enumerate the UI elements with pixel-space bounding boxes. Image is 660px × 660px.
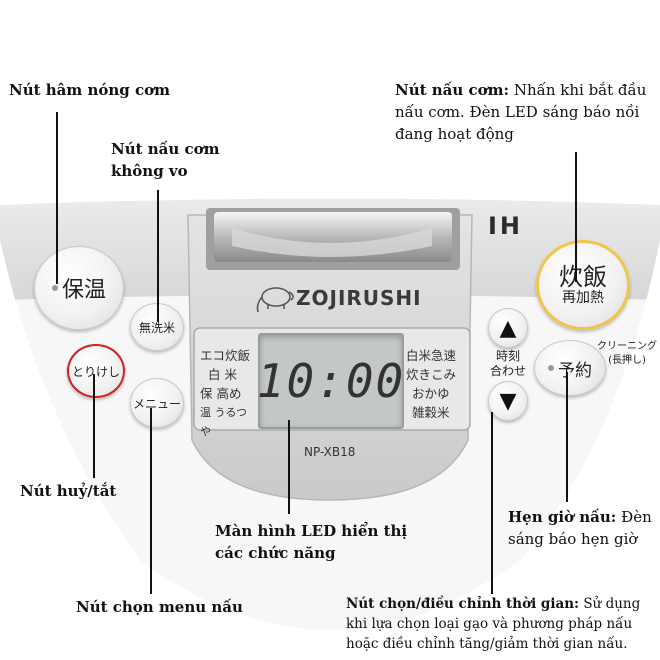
up-arrow-icon: ▲ <box>499 315 517 341</box>
timer-button[interactable]: 予約 <box>534 340 606 396</box>
left-menu-item: エコ炊飯 <box>200 348 251 363</box>
display-pointer <box>288 420 290 514</box>
time-adjust-caption-desc: khi lựa chọn loại gạo và phương pháp nấu <box>346 616 633 632</box>
timer-caption-desc: sáng báo hẹn giờ <box>508 530 638 548</box>
cook-caption-desc: Nhấn khi bắt đầu <box>509 81 647 99</box>
keep-warm-caption-title: Nút hâm nóng cơm <box>9 81 171 99</box>
time-up-button[interactable]: ▲ <box>488 308 528 348</box>
down-arrow-icon: ▼ <box>499 388 517 414</box>
left-menu-item: 保 高め <box>200 386 242 401</box>
right-menu-item: 雑穀米 <box>412 405 450 420</box>
right-menu-labels: 白米急速 炊きこみ おかゆ 雑穀米 <box>406 346 466 422</box>
cancel-pointer <box>93 374 95 478</box>
display-caption-line: các chức năng <box>215 544 336 562</box>
menu-button[interactable]: メニュー <box>130 378 184 428</box>
elephant-logo <box>256 287 294 313</box>
left-menu-item: 白 米 <box>208 367 237 382</box>
keep-warm-caption: Nút hâm nóng cơm <box>9 79 170 101</box>
right-menu-item: 炊きこみ <box>406 367 457 382</box>
time-set-label-line: 合わせ <box>489 364 526 378</box>
cook-caption: Nút nấu cơm: Nhấn khi bắt đầu nấu cơm. Đ… <box>395 79 657 145</box>
cancel-label: とりけし <box>71 364 120 379</box>
display-caption-line: Màn hình LED hiển thị <box>215 522 408 540</box>
no-wash-pointer <box>157 190 159 322</box>
cleaning-label-line: クリーニング <box>597 341 657 352</box>
time-set-label: 時刻 合わせ <box>486 349 530 379</box>
cook-caption-desc: nấu cơm. Đèn LED sáng báo nồi <box>395 103 640 121</box>
timer-caption-desc: Đèn <box>616 508 652 526</box>
display-time: 10:00 <box>256 354 406 408</box>
left-menu-item: 温 うるつや <box>200 406 248 438</box>
timer-pointer <box>566 372 568 502</box>
keep-warm-label: 保温 <box>61 278 106 303</box>
cancel-caption: Nút huỷ/tắt <box>20 480 116 502</box>
brand-logo: ZOJIRUSHI <box>296 286 422 310</box>
no-wash-caption-line: không vo <box>111 162 188 180</box>
menu-caption: Nút chọn menu nấu <box>76 596 243 618</box>
time-adjust-caption-desc: Sử dụng <box>579 596 641 612</box>
no-wash-caption-line: Nút nấu cơm <box>111 140 220 158</box>
menu-label: メニュー <box>132 396 181 411</box>
no-wash-caption: Nút nấu cơm không vo <box>111 138 220 182</box>
cook-pointer <box>575 152 577 282</box>
indicator-dot <box>51 285 58 291</box>
ih-mark: IH <box>488 212 524 240</box>
menu-caption-title: Nút chọn menu nấu <box>76 598 243 616</box>
cleaning-label-line: (長押し) <box>608 355 646 366</box>
time-set-label-line: 時刻 <box>495 349 520 363</box>
keep-warm-button[interactable]: 保温 <box>34 246 124 330</box>
cleaning-label: クリーニング (長押し) <box>594 340 660 368</box>
time-down-button[interactable]: ▼ <box>488 381 528 421</box>
timer-caption-title: Hẹn giờ nấu: <box>508 508 617 526</box>
cook-caption-title: Nút nấu cơm: <box>395 81 510 99</box>
indicator-dot <box>548 365 554 371</box>
cook-label: 炊飯 <box>559 263 607 291</box>
no-wash-label: 無洗米 <box>138 320 175 335</box>
display-caption: Màn hình LED hiển thị các chức năng <box>215 520 407 564</box>
model-label: NP-XB18 <box>304 445 356 459</box>
time-adjust-caption-title: Nút chọn/điều chỉnh thời gian: <box>346 596 580 612</box>
timer-label: 予約 <box>558 360 592 381</box>
cancel-caption-title: Nút huỷ/tắt <box>20 482 117 500</box>
cook-caption-desc: đang hoạt động <box>395 125 514 143</box>
right-menu-item: 白米急速 <box>406 348 457 363</box>
right-menu-item: おかゆ <box>412 386 450 401</box>
menu-pointer <box>150 408 152 594</box>
time-adjust-pointer <box>491 412 493 594</box>
reheat-label: 再加熱 <box>562 290 604 306</box>
cancel-button[interactable]: とりけし <box>67 344 125 398</box>
keep-warm-pointer <box>56 112 58 284</box>
time-adjust-caption-desc: hoặc điều chỉnh tăng/giảm thời gian nấu. <box>346 636 628 652</box>
lcd-display: 10:00 <box>256 333 406 429</box>
cook-button[interactable]: 炊飯 再加熱 <box>536 240 630 330</box>
timer-caption: Hẹn giờ nấu: Đèn sáng báo hẹn giờ <box>508 506 658 550</box>
left-menu-labels: エコ炊飯 白 米 保 高め 温 うるつや <box>200 346 258 441</box>
time-adjust-caption: Nút chọn/điều chỉnh thời gian: Sử dụng k… <box>346 594 658 654</box>
